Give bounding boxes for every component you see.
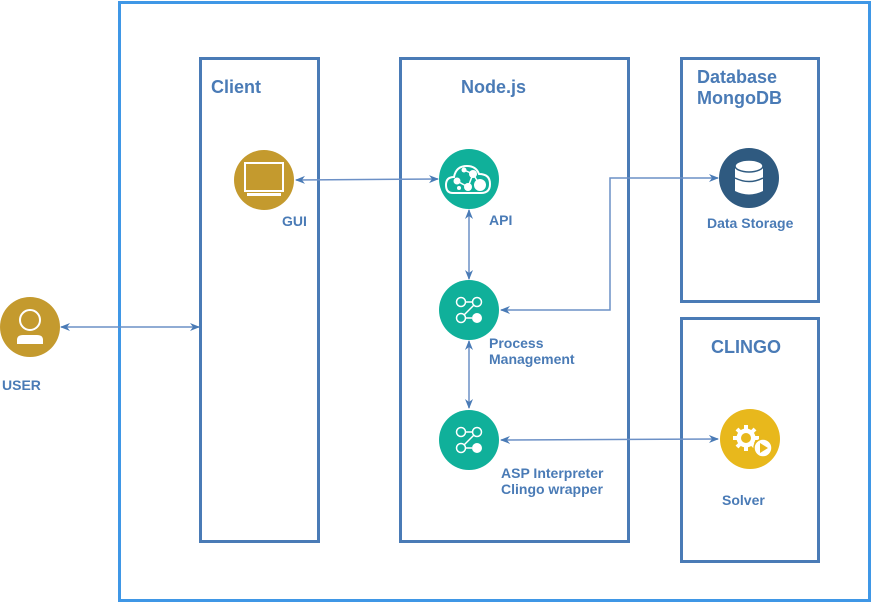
nodejs-title: Node.js — [461, 77, 527, 97]
clingo-title: CLINGO — [711, 337, 781, 357]
process-management-label: Process Management — [489, 335, 575, 367]
database-title: Database MongoDB — [697, 67, 782, 108]
workflow-icon — [439, 410, 499, 470]
client-panel — [199, 57, 320, 543]
database-icon — [719, 148, 779, 208]
gui-api-connector — [295, 175, 439, 184]
user-icon — [0, 297, 60, 357]
workflow-icon — [439, 280, 499, 340]
monitor-icon — [234, 150, 294, 210]
cloud-network-icon — [439, 149, 499, 209]
solver-label: Solver — [722, 492, 765, 508]
gear-play-icon — [720, 409, 780, 469]
gui-label: GUI — [282, 213, 307, 229]
asp-interpreter-label: ASP Interpreter Clingo wrapper — [501, 465, 604, 497]
user-label: USER — [2, 377, 41, 393]
client-title: Client — [211, 77, 262, 97]
system-boundary — [118, 1, 871, 602]
data-storage-label: Data Storage — [707, 215, 794, 231]
asp-solver-connector — [500, 435, 719, 444]
api-label: API — [489, 212, 513, 228]
process-database-connector — [500, 174, 719, 314]
